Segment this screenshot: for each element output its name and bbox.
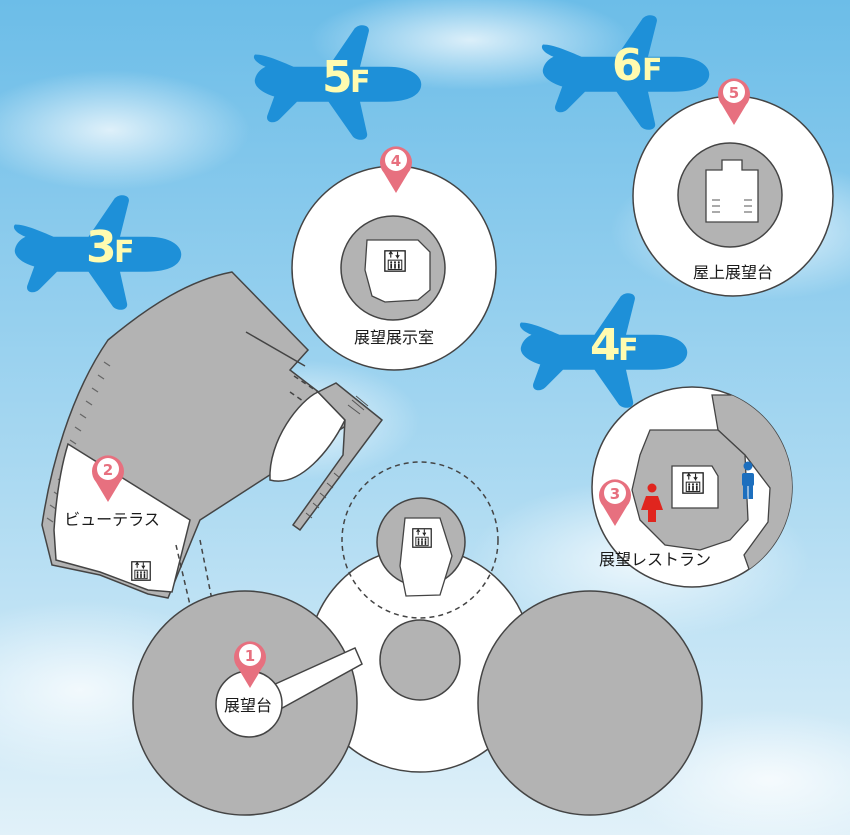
pin-5[interactable]: 5 <box>718 78 750 125</box>
svg-text:6: 6 <box>612 40 643 91</box>
female-restroom-icon <box>641 483 663 522</box>
floor6-bubble <box>632 95 834 297</box>
floor5-bubble <box>291 165 497 371</box>
elevator-icon <box>682 472 704 494</box>
view-terrace-building <box>41 271 357 606</box>
svg-text:3: 3 <box>610 485 620 503</box>
label-observation-exhibition-room: 展望展示室 <box>354 328 434 347</box>
svg-text:4: 4 <box>590 320 621 371</box>
label-observation-deck: 展望台 <box>224 696 272 715</box>
elevator-icon <box>131 561 151 581</box>
svg-text:F: F <box>618 333 639 368</box>
pin-4[interactable]: 4 <box>380 146 412 193</box>
plane-floor-3: 3 F <box>13 195 182 310</box>
label-observation-restaurant: 展望レストラン <box>599 550 711 569</box>
elevator-icon <box>412 528 432 548</box>
svg-text:3: 3 <box>86 222 117 273</box>
svg-text:5: 5 <box>322 52 353 103</box>
male-restroom-icon <box>742 461 754 499</box>
plane-floor-4: 4 F <box>519 293 688 408</box>
svg-text:1: 1 <box>245 647 255 665</box>
tower-base <box>132 461 703 816</box>
svg-text:F: F <box>642 53 663 88</box>
svg-text:F: F <box>350 65 371 100</box>
stair-annex <box>269 382 384 532</box>
pin-1[interactable]: 1 <box>234 641 266 688</box>
plane-floor-6: 6 F <box>541 15 710 130</box>
floor4-bubble <box>591 386 793 588</box>
plane-floor-5: 5 F <box>253 25 422 140</box>
svg-text:4: 4 <box>391 152 401 170</box>
label-view-terrace: ビューテラス <box>64 510 160 529</box>
svg-text:5: 5 <box>729 84 739 102</box>
label-rooftop-observation-deck: 屋上展望台 <box>693 263 773 282</box>
svg-text:F: F <box>114 235 135 270</box>
pin-2[interactable]: 2 <box>92 455 124 502</box>
svg-text:2: 2 <box>103 461 113 479</box>
elevator-icon <box>384 250 406 272</box>
pin-3[interactable]: 3 <box>599 479 631 526</box>
